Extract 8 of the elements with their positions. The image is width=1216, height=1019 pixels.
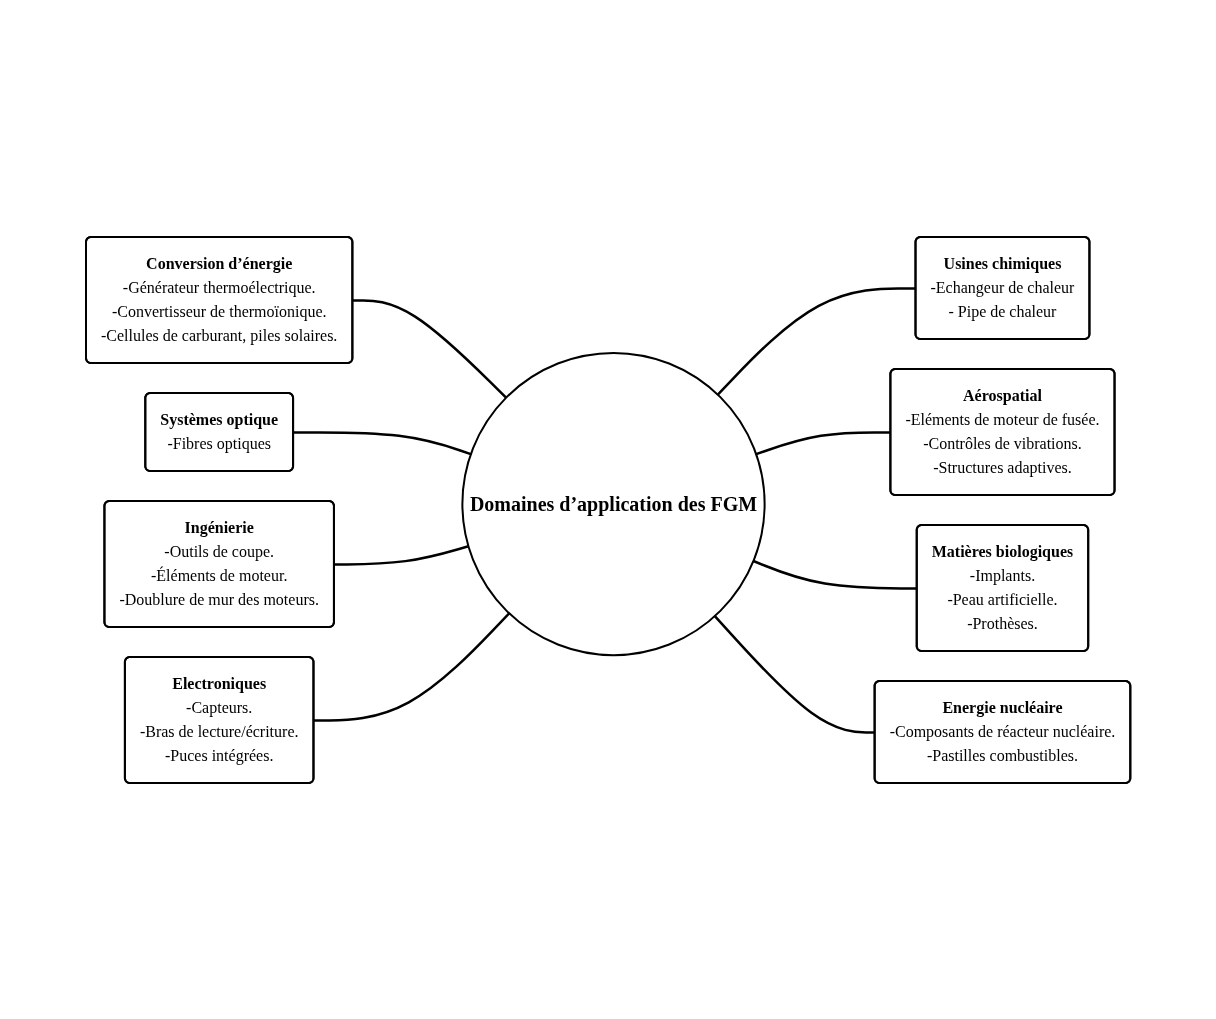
connector	[352, 298, 507, 399]
connector	[716, 286, 916, 396]
connector	[293, 430, 472, 455]
connector	[755, 430, 891, 455]
connector	[313, 611, 510, 722]
connector	[713, 614, 875, 734]
connector	[334, 544, 469, 566]
node-circle: Domaines d’application des FGM	[461, 351, 766, 656]
